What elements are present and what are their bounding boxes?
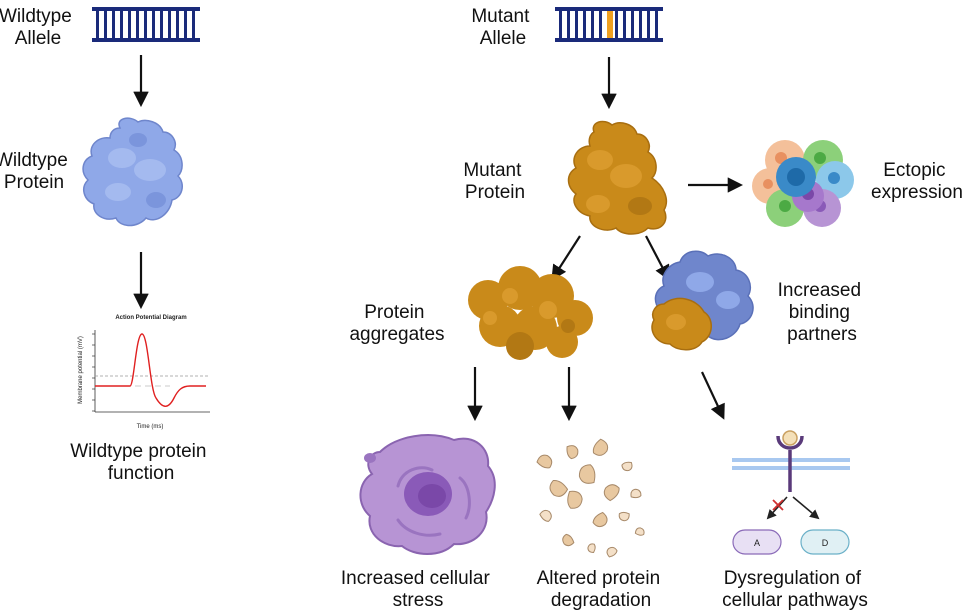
node-d-label: D bbox=[822, 538, 829, 548]
dna-rung bbox=[144, 11, 147, 38]
dna-rung bbox=[575, 11, 578, 38]
protein-fragment bbox=[603, 484, 620, 502]
dna-rung bbox=[599, 11, 602, 38]
increased-cellular-stress-label: Increased cellular stress bbox=[341, 568, 495, 611]
dna-rung bbox=[152, 11, 155, 38]
arrow-to-aggregates bbox=[551, 235, 581, 281]
protein-fragment bbox=[562, 533, 575, 547]
ap-ylabel: Membrane potential (mV) bbox=[78, 336, 84, 404]
arrow-to-dysregulation bbox=[701, 371, 725, 420]
dna-rung bbox=[176, 11, 179, 38]
signaling-pathway-icon: A D bbox=[732, 430, 850, 555]
increased-binding-partners-label: Increased binding partners bbox=[778, 280, 867, 345]
mutation-rung bbox=[607, 11, 613, 38]
dysregulation-label: Dysregulation of cellular pathways bbox=[722, 568, 868, 611]
mutant-allele-label: Mutant Allele bbox=[471, 6, 534, 49]
node-a bbox=[732, 529, 782, 555]
protein-fragment bbox=[566, 445, 579, 460]
dna-rung bbox=[567, 11, 570, 38]
protein-fragment bbox=[549, 479, 569, 497]
dna-rung bbox=[655, 11, 658, 38]
dna-rung bbox=[128, 11, 131, 38]
dna-rung bbox=[120, 11, 123, 38]
ectopic-cells-icon bbox=[752, 140, 854, 227]
node-d bbox=[800, 529, 850, 555]
mutant-protein-icon bbox=[567, 120, 668, 235]
mutant-protein-label: Mutant Protein bbox=[463, 160, 526, 203]
dna-rung bbox=[192, 11, 195, 38]
protein-fragment bbox=[592, 438, 609, 456]
ectopic-expression-label: Ectopic expression bbox=[871, 160, 963, 203]
wildtype-protein-label: Wildtype Protein bbox=[0, 150, 73, 193]
dna-rung bbox=[583, 11, 586, 38]
dna-rung bbox=[96, 11, 99, 38]
arrow-to-d bbox=[792, 496, 820, 520]
wildtype-protein-function-label: Wildtype protein function bbox=[70, 441, 212, 484]
protein-fragment bbox=[567, 490, 583, 509]
protein-aggregates-label: Protein aggregates bbox=[349, 302, 444, 345]
binding-partners-icon bbox=[651, 250, 754, 351]
protein-fragment bbox=[618, 511, 630, 522]
protein-fragment bbox=[606, 546, 618, 558]
arrow-to-binding bbox=[645, 235, 670, 281]
dna-rung bbox=[639, 11, 642, 38]
blocked-x-icon bbox=[772, 499, 784, 511]
ap-xlabel: Time (ms) bbox=[137, 424, 164, 430]
dna-rung bbox=[631, 11, 634, 38]
protein-fragment bbox=[621, 461, 633, 472]
dna-rung bbox=[591, 11, 594, 38]
dna-rung bbox=[160, 11, 163, 38]
stressed-cell-icon bbox=[359, 434, 496, 555]
action-potential-chart: Action Potential Diagram Time (ms) Membr… bbox=[78, 315, 210, 430]
dna-rung bbox=[112, 11, 115, 38]
ap-curve bbox=[95, 333, 206, 407]
dna-rung bbox=[647, 11, 650, 38]
protein-fragment bbox=[536, 454, 553, 469]
dna-rung bbox=[623, 11, 626, 38]
dna-rung bbox=[559, 11, 562, 38]
protein-fragment bbox=[578, 464, 596, 484]
dna-rung bbox=[104, 11, 107, 38]
dna-rung bbox=[168, 11, 171, 38]
protein-aggregates-icon bbox=[468, 266, 593, 360]
protein-fragment bbox=[539, 509, 552, 522]
protein-fragment bbox=[587, 543, 596, 554]
dna-rung bbox=[136, 11, 139, 38]
mutant-dna-icon bbox=[555, 7, 663, 42]
dna-rung bbox=[184, 11, 187, 38]
protein-fragments-icon bbox=[536, 438, 645, 558]
protein-fragment bbox=[634, 527, 645, 536]
arrow-to-a bbox=[766, 496, 788, 520]
receptor-icon bbox=[776, 435, 804, 450]
wildtype-allele-label: Wildtype Allele bbox=[0, 6, 77, 49]
wildtype-dna-icon bbox=[92, 7, 200, 42]
protein-fragment bbox=[630, 488, 642, 499]
altered-protein-degradation-label: Altered protein degradation bbox=[537, 568, 666, 611]
protein-fragment bbox=[592, 511, 608, 528]
ap-title: Action Potential Diagram bbox=[115, 315, 186, 321]
ligand-icon bbox=[782, 430, 798, 446]
wildtype-protein-icon bbox=[82, 117, 183, 227]
dna-rung bbox=[615, 11, 618, 38]
node-a-label: A bbox=[754, 538, 760, 548]
